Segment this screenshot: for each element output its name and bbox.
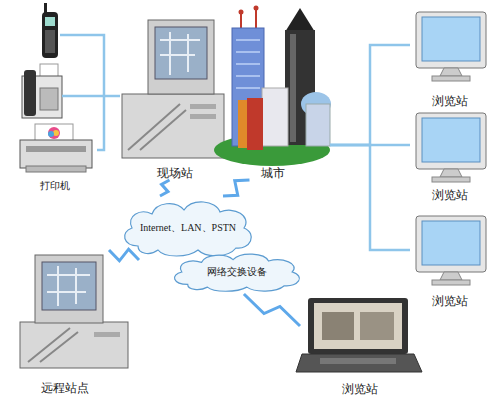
spire: [285, 8, 315, 32]
monitor-screen: [422, 221, 480, 265]
computer-case: [20, 322, 128, 368]
screen-map: [47, 266, 90, 306]
browser-station-node: 浏览站: [410, 8, 490, 108]
monitor-base: [432, 177, 470, 182]
node-label: 浏览站: [432, 94, 468, 108]
printer-tray: [26, 166, 86, 172]
case-stripe: [140, 110, 186, 150]
monitor: [148, 20, 214, 94]
print-swatch: [53, 130, 59, 136]
node-label: 浏览站: [432, 294, 468, 308]
city-node: 城市: [215, 8, 330, 180]
building: [238, 100, 248, 148]
site-station-node: 现场站: [120, 18, 230, 180]
monitor-screen: [155, 27, 207, 79]
node-label: 浏览站: [342, 382, 378, 396]
print-swatch: [48, 127, 60, 139]
wire-link: [97, 96, 120, 150]
building: [306, 104, 330, 146]
fax-handset: [24, 70, 36, 116]
monitor: [35, 255, 103, 323]
monitor-screen: [422, 118, 480, 162]
cloud-label: Internet、LAN、PSTN: [140, 222, 236, 234]
building: [262, 88, 288, 146]
laptop-screen: [314, 303, 402, 349]
cloud-label: 网络交换设备: [207, 266, 267, 278]
wire: [60, 35, 104, 96]
node-label: 远程站点: [41, 381, 89, 395]
computer-case: [122, 94, 224, 158]
antenna: [255, 8, 257, 30]
antenna-light: [239, 10, 244, 15]
monitor-stand: [440, 169, 462, 177]
case-stripe: [28, 328, 78, 362]
monitor-stand: [440, 272, 462, 280]
wireless-link: [223, 180, 250, 196]
drive-slot: [190, 114, 216, 119]
monitor-base: [432, 280, 470, 285]
network-cloud: 网络交换设备: [168, 250, 306, 294]
building: [247, 98, 263, 150]
wireless-link: [160, 180, 170, 196]
tower-highlight: [290, 34, 296, 142]
antenna: [240, 12, 242, 30]
printer-node: 打印机: [12, 122, 97, 192]
monitor: [416, 113, 486, 182]
printer-slot: [26, 146, 86, 152]
monitor-stand: [440, 68, 462, 76]
phone-keypad: [45, 30, 55, 53]
wire-link: [330, 145, 410, 250]
print-swatch: [48, 131, 54, 137]
printer-body: [20, 140, 92, 168]
monitor-frame: [416, 216, 486, 272]
laptop-base: [296, 354, 422, 372]
video-frame: [322, 312, 354, 340]
laptop-lid: [308, 298, 408, 354]
node-label: 打印机: [40, 180, 70, 192]
video-frame: [360, 312, 394, 340]
monitor-frame: [416, 12, 486, 68]
monitor-screen: [422, 17, 480, 61]
network-cloud: Internet、LAN、PSTN: [118, 196, 258, 260]
drive-slot: [190, 104, 216, 109]
antenna-light: [254, 6, 259, 11]
monitor: [416, 216, 486, 285]
browser-station-node: 浏览站: [300, 296, 420, 396]
laptop-keyboard: [320, 358, 396, 364]
node-label: 现场站: [157, 166, 193, 180]
fax-keypad: [40, 88, 58, 110]
cell-phone: [42, 12, 58, 58]
case-stripe: [128, 104, 180, 150]
monitor: [416, 12, 486, 81]
wire-link: [330, 45, 410, 145]
wireless-link: [109, 249, 139, 261]
phone-screen: [45, 17, 55, 26]
wireless-link: [244, 294, 300, 326]
cloud-outline: [125, 202, 252, 256]
browser-station-node: 浏览站: [410, 110, 490, 202]
wire: [62, 95, 104, 98]
monitor-frame: [416, 113, 486, 169]
drive-slot: [94, 332, 120, 337]
screen-map: [160, 32, 200, 75]
node-label: 浏览站: [432, 188, 468, 202]
monitor-base: [432, 76, 470, 81]
monitor-screen: [42, 262, 96, 310]
remote-station-node: 远程站点: [10, 250, 120, 395]
windows: [236, 40, 260, 88]
node-label: 城市: [261, 166, 285, 180]
browser-station-node: 浏览站: [410, 212, 490, 308]
cloud-outline: [175, 254, 300, 291]
